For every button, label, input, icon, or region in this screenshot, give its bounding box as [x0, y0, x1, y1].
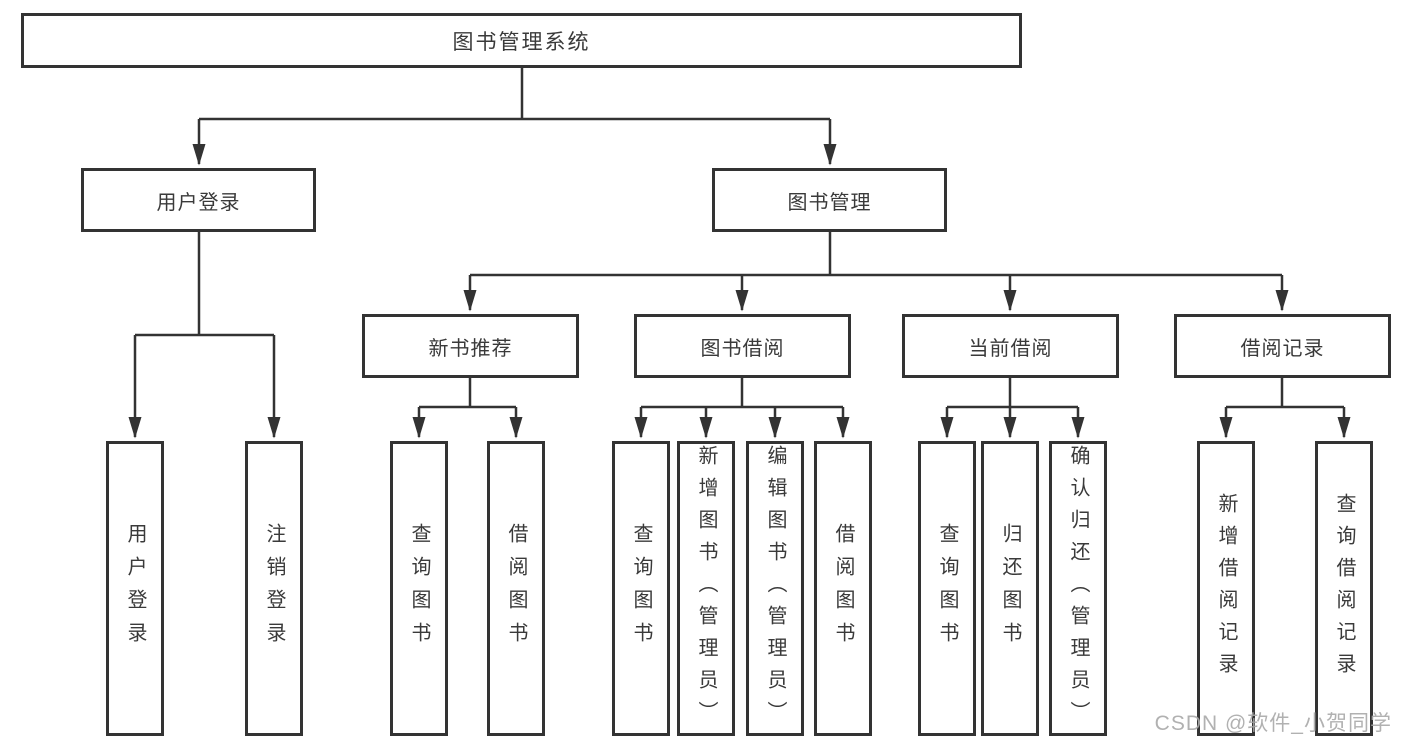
leaf-logout: 注销登录 — [245, 441, 303, 736]
node-user-login: 用户登录 — [81, 168, 316, 232]
leaf-add-books-admin: 新增图书（管理员） — [677, 441, 735, 736]
node-book-borrow-label: 图书借阅 — [700, 337, 785, 360]
node-book-management-label: 图书管理 — [787, 191, 872, 214]
leaf-borrow-books: 借阅图书 — [814, 441, 872, 736]
leaf-query-books-current-label: 查询图书 — [936, 522, 958, 655]
leaf-logout-label: 注销登录 — [263, 522, 285, 655]
leaf-add-books-admin-label: 新增图书（管理员） — [695, 444, 717, 733]
node-library-system: 图书管理系统 — [21, 13, 1022, 68]
leaf-user-login-label: 用户登录 — [124, 522, 146, 655]
leaf-return-books-label: 归还图书 — [999, 522, 1021, 655]
node-borrow-records-label: 借阅记录 — [1240, 337, 1325, 360]
leaf-query-books-borrow-label: 查询图书 — [630, 522, 652, 655]
leaf-add-borrow-record: 新增借阅记录 — [1197, 441, 1255, 736]
leaf-query-books-recommend-label: 查询图书 — [408, 522, 430, 655]
leaf-borrow-books-label: 借阅图书 — [832, 522, 854, 655]
node-current-borrow-label: 当前借阅 — [968, 337, 1053, 360]
node-book-borrow: 图书借阅 — [634, 314, 851, 378]
leaf-confirm-return-admin: 确认归还（管理员） — [1049, 441, 1107, 736]
leaf-edit-books-admin-label: 编辑图书（管理员） — [764, 444, 786, 733]
leaf-edit-books-admin: 编辑图书（管理员） — [746, 441, 804, 736]
node-borrow-records: 借阅记录 — [1174, 314, 1391, 378]
leaf-user-login: 用户登录 — [106, 441, 164, 736]
node-new-book-recommend-label: 新书推荐 — [428, 337, 513, 360]
node-new-book-recommend: 新书推荐 — [362, 314, 579, 378]
node-user-login-label: 用户登录 — [156, 191, 241, 214]
watermark: CSDN @软件_小贺同学 — [1154, 712, 1392, 735]
leaf-query-borrow-record: 查询借阅记录 — [1315, 441, 1373, 736]
node-book-management: 图书管理 — [712, 168, 947, 232]
leaf-borrow-books-recommend: 借阅图书 — [487, 441, 545, 736]
node-current-borrow: 当前借阅 — [902, 314, 1119, 378]
node-library-system-label: 图书管理系统 — [452, 30, 591, 54]
leaf-query-books-borrow: 查询图书 — [612, 441, 670, 736]
leaf-borrow-books-recommend-label: 借阅图书 — [505, 522, 527, 655]
leaf-return-books: 归还图书 — [981, 441, 1039, 736]
leaf-query-books-recommend: 查询图书 — [390, 441, 448, 736]
leaf-query-books-current: 查询图书 — [918, 441, 976, 736]
leaf-query-borrow-record-label: 查询借阅记录 — [1333, 492, 1355, 685]
leaf-add-borrow-record-label: 新增借阅记录 — [1215, 492, 1237, 685]
leaf-confirm-return-admin-label: 确认归还（管理员） — [1067, 444, 1089, 733]
